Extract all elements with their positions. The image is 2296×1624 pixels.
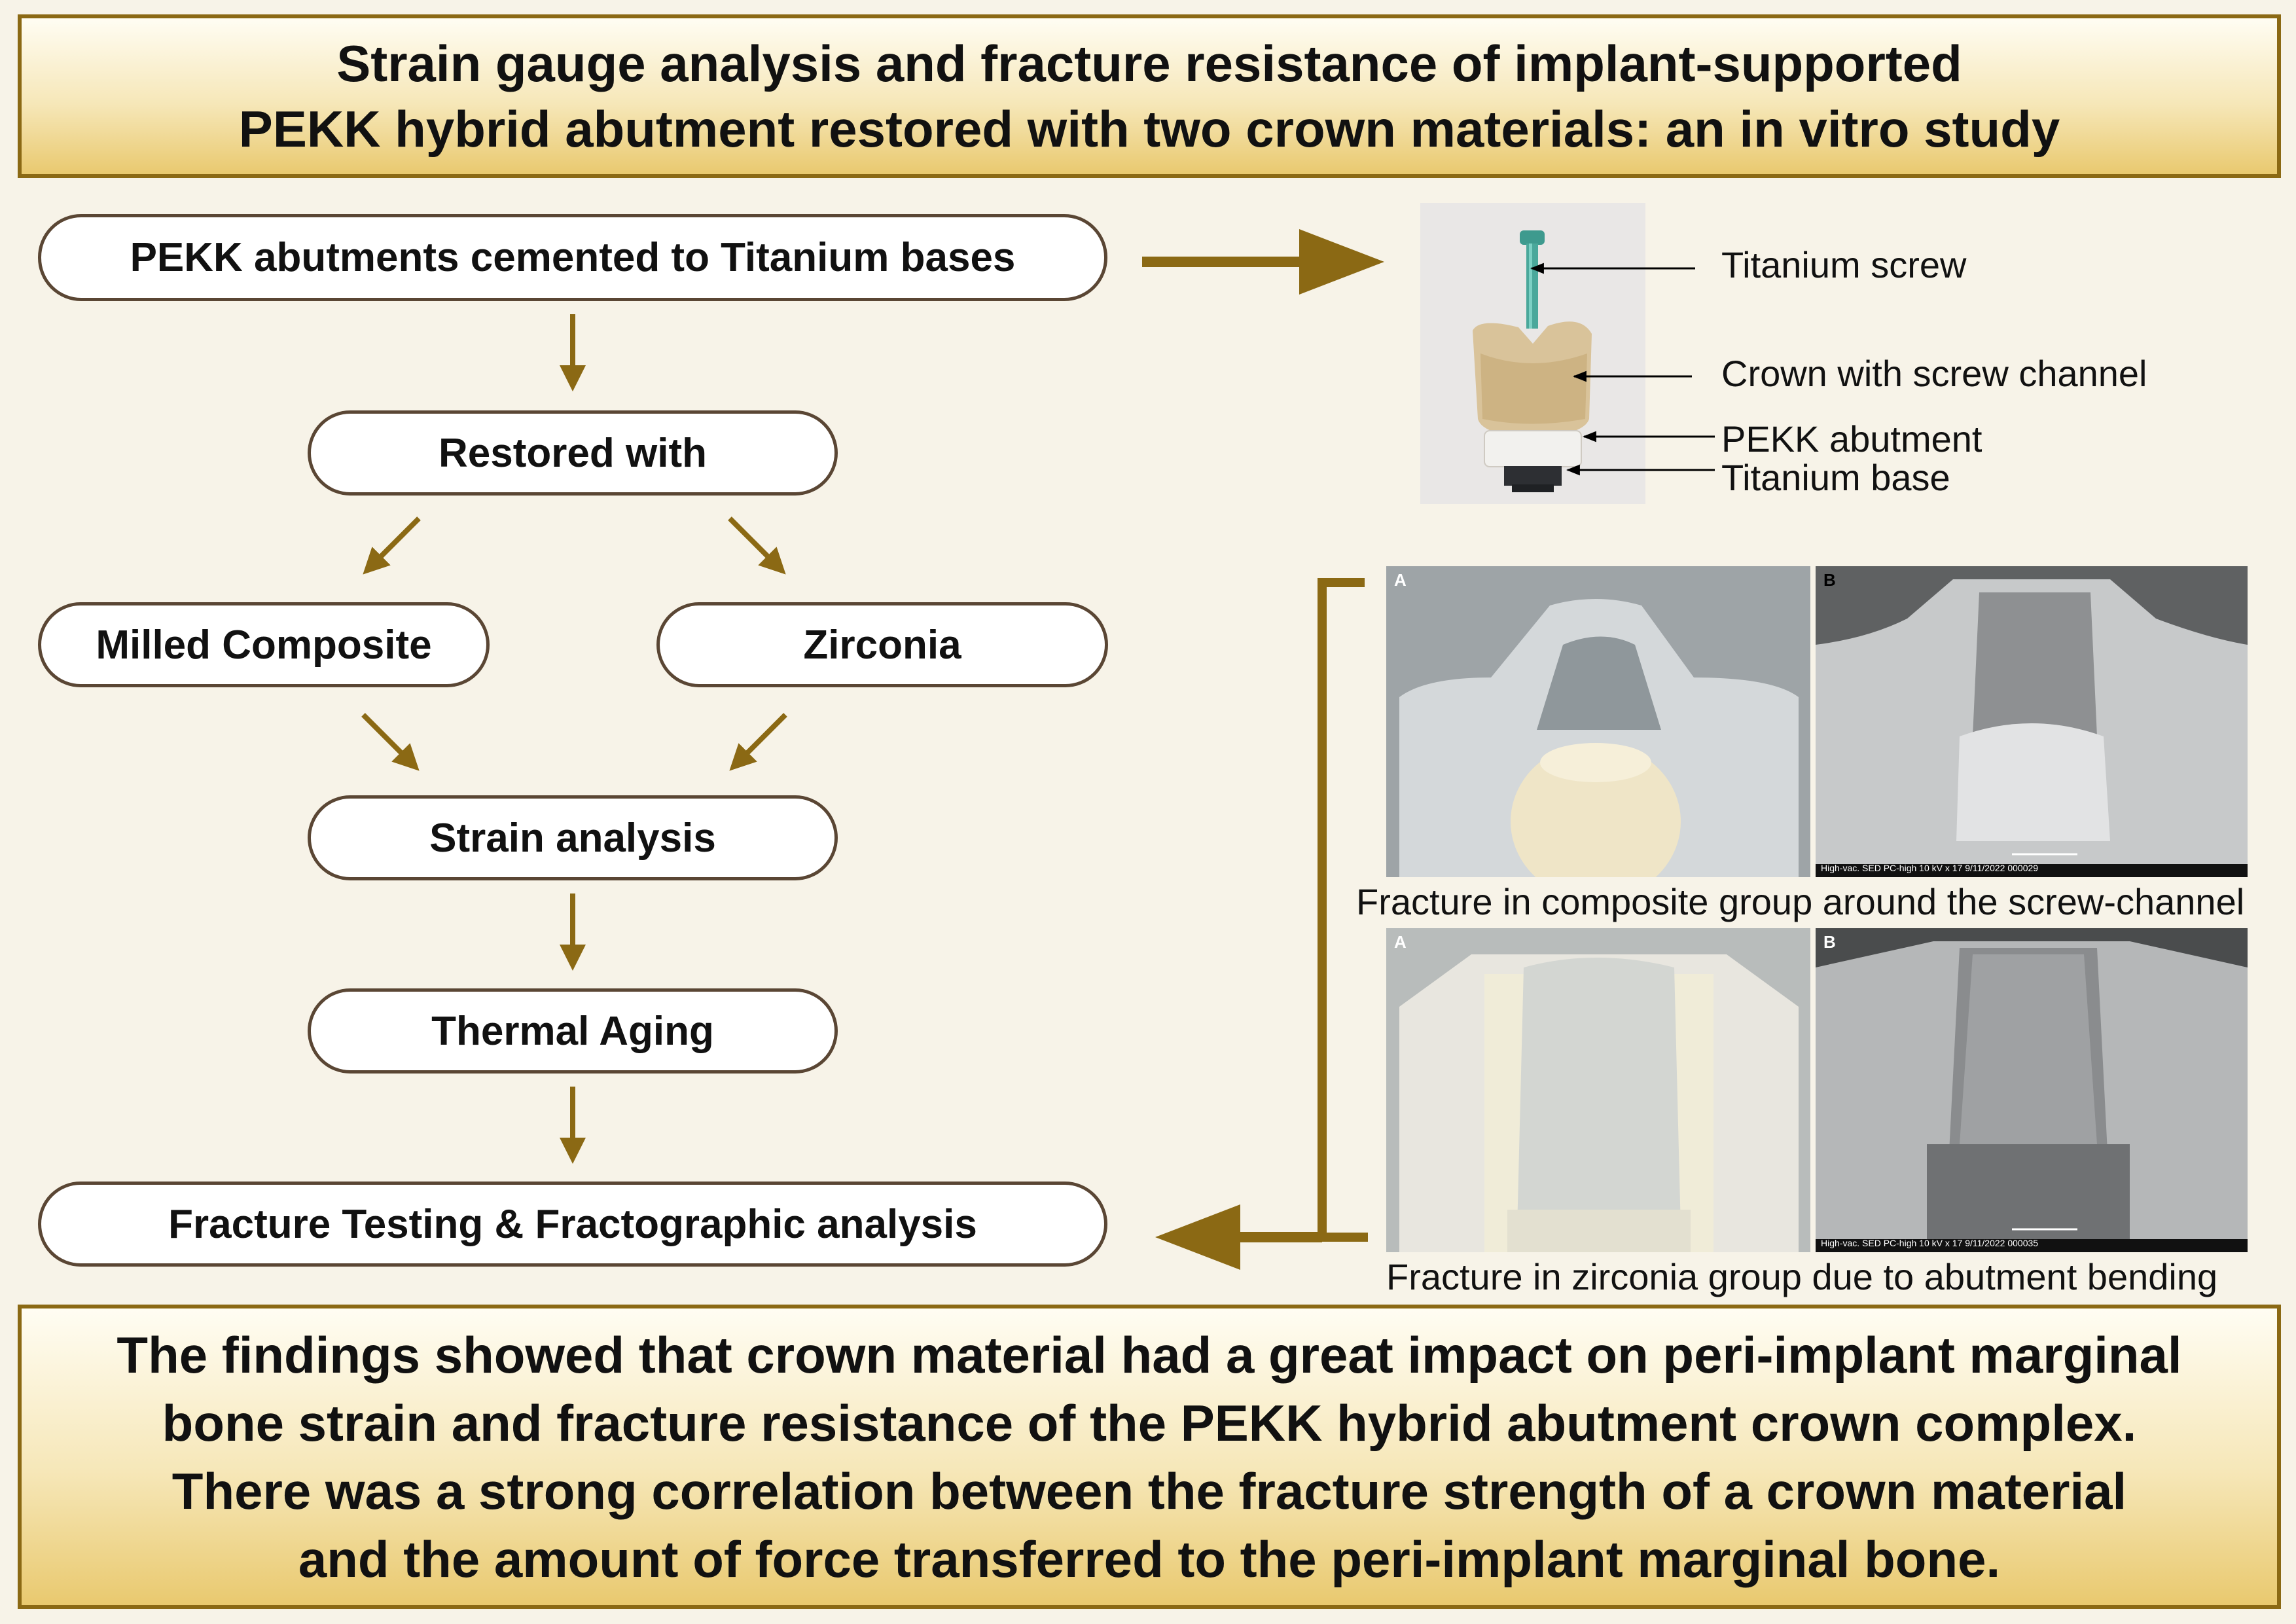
title-banner: Strain gauge analysis and fracture resis… (18, 14, 2281, 178)
conclusion-line-4: and the amount of force transferred to t… (298, 1530, 2001, 1588)
node-strain-analysis: Strain analysis (308, 795, 838, 880)
zirconia-panel-b-tag: B (1823, 932, 1836, 952)
composite-sem-metadata: High-vac. SED PC-high 10 kV x 17 9/11/20… (1821, 863, 2039, 873)
composite-sem-illustration (1816, 566, 2248, 877)
node-fracture-testing: Fracture Testing & Fractographic analysi… (38, 1182, 1107, 1267)
zirconia-sem-image: B High-vac. SED PC-high 10 kV x 17 9/11/… (1816, 928, 2248, 1252)
zirconia-panel-a-tag: A (1394, 932, 1407, 952)
node-strain-analysis-label: Strain analysis (429, 815, 716, 861)
composite-optical-illustration (1386, 566, 1810, 877)
node-restored-with: Restored with (308, 410, 838, 496)
label-titanium-screw: Titanium screw (1721, 244, 1967, 285)
node-milled-composite: Milled Composite (38, 602, 490, 687)
zirconia-sem-metadata: High-vac. SED PC-high 10 kV x 17 9/11/20… (1821, 1238, 2039, 1248)
node-zirconia-label: Zirconia (803, 622, 961, 668)
node-milled-composite-label: Milled Composite (96, 622, 432, 668)
zirconia-fracture-caption: Fracture in zirconia group due to abutme… (1386, 1256, 2218, 1297)
arrow-to-specimen (1142, 229, 1384, 295)
node-zirconia: Zirconia (656, 602, 1108, 687)
arrow-composite-to-strain (361, 713, 420, 771)
node-pekk-abutments-label: PEKK abutments cemented to Titanium base… (130, 235, 1016, 280)
label-crown-with-screw-channel: Crown with screw channel (1721, 353, 2147, 394)
specimen-photo (1420, 203, 1645, 504)
composite-sem-image: B High-vac. SED PC-high 10 kV x 17 9/11/… (1816, 566, 2248, 877)
conclusion-banner: The findings showed that crown material … (18, 1305, 2281, 1609)
composite-panel-b-tag: B (1823, 570, 1836, 590)
bracket-to-fracture-testing (1155, 578, 1368, 1270)
arrow-step2-to-zirconia (728, 516, 786, 575)
zirconia-optical-illustration (1386, 928, 1810, 1252)
node-thermal-aging: Thermal Aging (308, 988, 838, 1074)
conclusion-line-2: bone strain and fracture resistance of t… (162, 1394, 2137, 1452)
composite-panel-a-tag: A (1394, 570, 1407, 590)
conclusion-line-3: There was a strong correlation between t… (171, 1462, 2127, 1520)
zirconia-optical-image: A (1386, 928, 1810, 1252)
conclusion-line-1: The findings showed that crown material … (117, 1326, 2182, 1384)
composite-fracture-caption: Fracture in composite group around the s… (1356, 881, 2245, 922)
arrow-zirconia-to-strain (729, 713, 787, 771)
zirconia-sem-illustration (1816, 928, 2248, 1252)
node-thermal-aging-label: Thermal Aging (431, 1008, 714, 1054)
arrow-step2-to-composite (363, 516, 421, 575)
node-pekk-abutments: PEKK abutments cemented to Titanium base… (38, 214, 1107, 301)
label-pekk-abutment: PEKK abutment (1721, 418, 1982, 460)
specimen-illustration (1473, 230, 1592, 492)
title-line-2: PEKK hybrid abutment restored with two c… (238, 100, 2060, 158)
node-restored-with-label: Restored with (439, 430, 707, 476)
node-fracture-testing-label: Fracture Testing & Fractographic analysi… (168, 1201, 977, 1247)
title-line-1: Strain gauge analysis and fracture resis… (336, 35, 1962, 92)
composite-optical-image: A (1386, 566, 1810, 877)
label-titanium-base: Titanium base (1721, 457, 1950, 498)
